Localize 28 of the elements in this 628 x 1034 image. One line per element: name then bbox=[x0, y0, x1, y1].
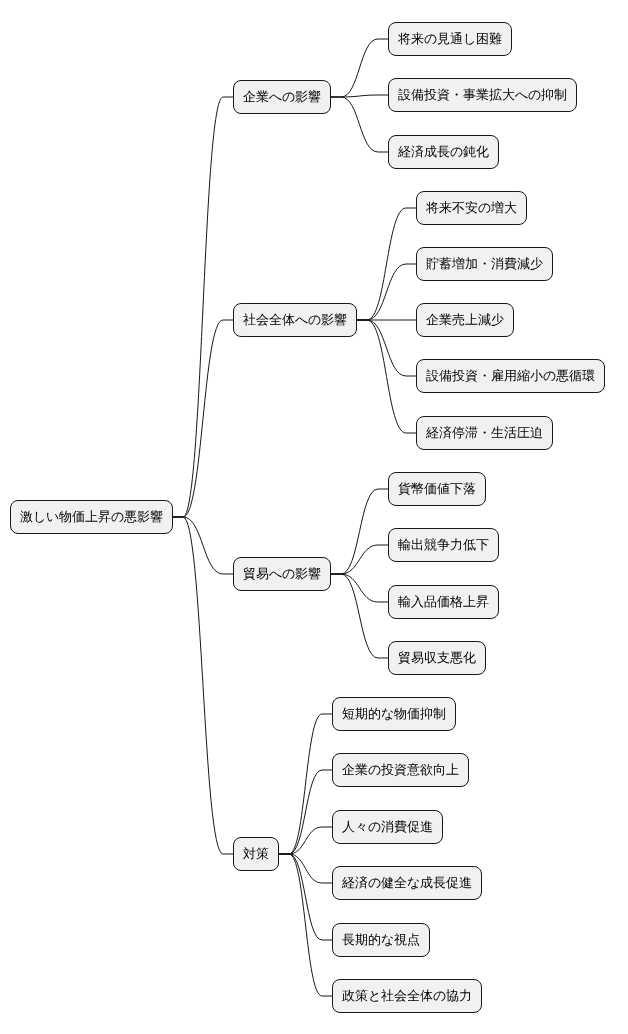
topic-box: 長期的な視点 bbox=[332, 923, 430, 957]
topic-box: 輸出競争力低下 bbox=[388, 528, 499, 562]
topic-box: 経済停滞・生活圧迫 bbox=[416, 416, 553, 450]
topic-box: 経済成長の鈍化 bbox=[388, 135, 499, 169]
topic-box: 貯蓄増加・消費減少 bbox=[416, 247, 553, 281]
topic-box: 短期的な物価抑制 bbox=[332, 697, 456, 731]
topic-box: 企業の投資意欲向上 bbox=[332, 753, 469, 787]
connector-line bbox=[356, 319, 417, 434]
topic-box: 設備投資・事業拡大への抑制 bbox=[388, 78, 577, 112]
topic-box: 対策 bbox=[233, 837, 279, 871]
topic-box: 政策と社会全体の協力 bbox=[332, 979, 482, 1013]
topic-box: 貿易収支悪化 bbox=[388, 641, 486, 675]
topic-box: 企業への影響 bbox=[233, 80, 331, 114]
connector-line bbox=[278, 853, 333, 997]
topic-box: 将来不安の増大 bbox=[416, 191, 527, 225]
topic-box: 貨幣価値下落 bbox=[388, 472, 486, 506]
connector-line bbox=[330, 573, 389, 659]
topic-box: 貿易への影響 bbox=[233, 557, 331, 591]
root-topic-box: 激しい物価上昇の悪影響 bbox=[10, 500, 173, 534]
topic-box: 経済の健全な成長促進 bbox=[332, 866, 482, 900]
topic-box: 人々の消費促進 bbox=[332, 810, 443, 844]
topic-box: 設備投資・雇用縮小の悪循環 bbox=[416, 359, 605, 393]
connector-line bbox=[172, 516, 234, 855]
topic-box: 将来の見通し困難 bbox=[388, 22, 512, 56]
topic-box: 社会全体への影響 bbox=[233, 303, 357, 337]
topic-box: 企業売上減少 bbox=[416, 303, 514, 337]
connector-line bbox=[330, 96, 389, 153]
topic-box: 輸入品価格上昇 bbox=[388, 585, 499, 619]
